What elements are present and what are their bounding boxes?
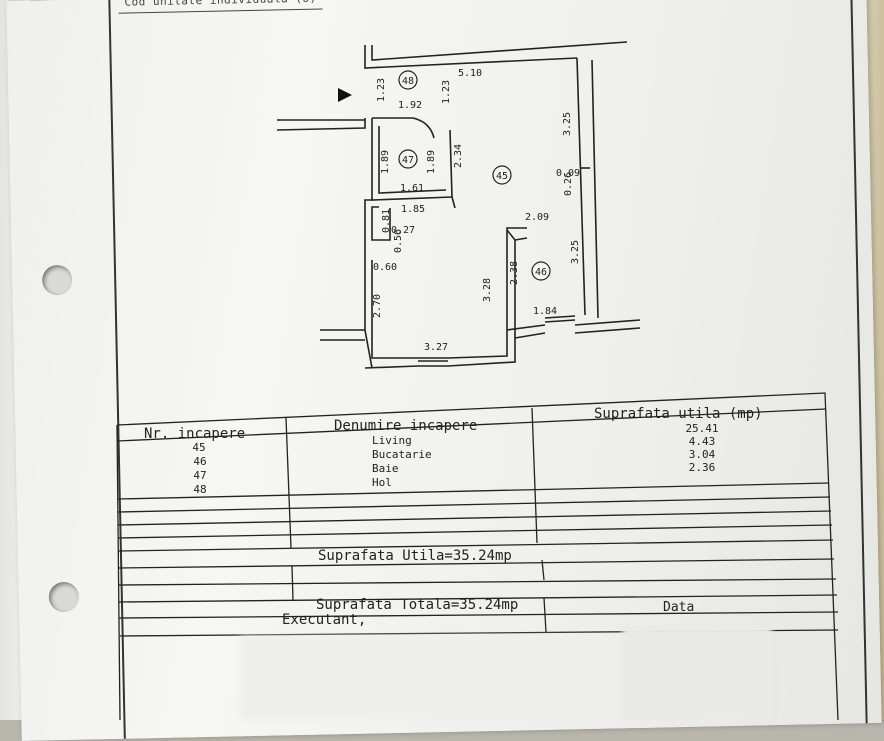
table-cell-name: Bucatarie [372,448,432,461]
table-cell-area: 3.04 [689,448,716,461]
table-cell-nr: 46 [193,455,206,468]
dim-label: 1.92 [398,100,422,111]
dim-label: 2.09 [525,212,549,223]
dim-label: 3.27 [424,342,448,353]
dim-label: 1.23 [376,78,387,102]
dim-label: 5.10 [458,68,482,79]
total-area: Suprafata Totala=35.24mp [316,597,518,613]
room-marker-48 [398,70,418,90]
table-cell-area: 2.36 [689,461,716,474]
dim-label: 0.27 [391,225,415,236]
dim-label: 0.09 [556,168,580,179]
room-id-45: 45 [496,171,508,182]
table-cell-area: 4.43 [689,435,716,448]
room-id-48: 48 [402,76,414,87]
executant-label: Executant, [282,612,366,628]
room-marker-46 [531,261,551,281]
dim-label: 0.26 [563,172,574,196]
table-cell-area: 25.41 [685,422,718,435]
table-header-name: Denumire incapere [334,418,477,434]
table-header-nr: Nr. incapere [144,426,245,442]
entry-arrow-icon [338,88,352,102]
table-cell-name: Baie [372,462,399,475]
room-marker-45 [492,165,512,185]
date-label: Data [663,600,694,615]
dim-label: 1.89 [426,150,437,174]
table-header-area: Suprafata utila (mp) [594,406,763,422]
dim-label: 1.61 [400,183,424,194]
dim-label: 3.25 [570,240,581,264]
dim-label: 2.34 [453,144,464,168]
dim-label: 2.38 [509,261,520,285]
table-cell-nr: 47 [193,469,206,482]
area-table [116,392,839,720]
floor-plan: 48 47 45 46 5.10 1.23 1.23 1.92 3.25 1.8… [116,41,839,720]
dim-label: 1.85 [401,204,425,215]
dim-label: 1.23 [441,80,452,104]
wall-top-inner [364,45,578,69]
table-cell-nr: 45 [192,441,205,454]
redacted-area [240,636,620,720]
dim-label: 0.56 [393,229,404,253]
table-cell-nr: 48 [193,483,206,496]
dim-label: 3.28 [482,278,493,302]
dim-label: 0.81 [381,209,392,233]
redacted-area [622,626,772,720]
room-id-47: 47 [402,155,414,166]
table-cell-name: Hol [372,476,392,489]
room-marker-47 [398,149,418,169]
room-id-46: 46 [535,267,547,278]
dim-label: 3.25 [562,112,573,136]
wall-right-inner [576,57,586,316]
dim-label: 1.89 [380,150,391,174]
dim-label: 0.60 [373,262,397,273]
total-useful-area: Suprafata Utila=35.24mp [318,548,512,564]
table-cell-name: Living [372,434,412,447]
dim-label: 1.84 [533,306,557,317]
dim-label: 2.70 [372,294,383,318]
